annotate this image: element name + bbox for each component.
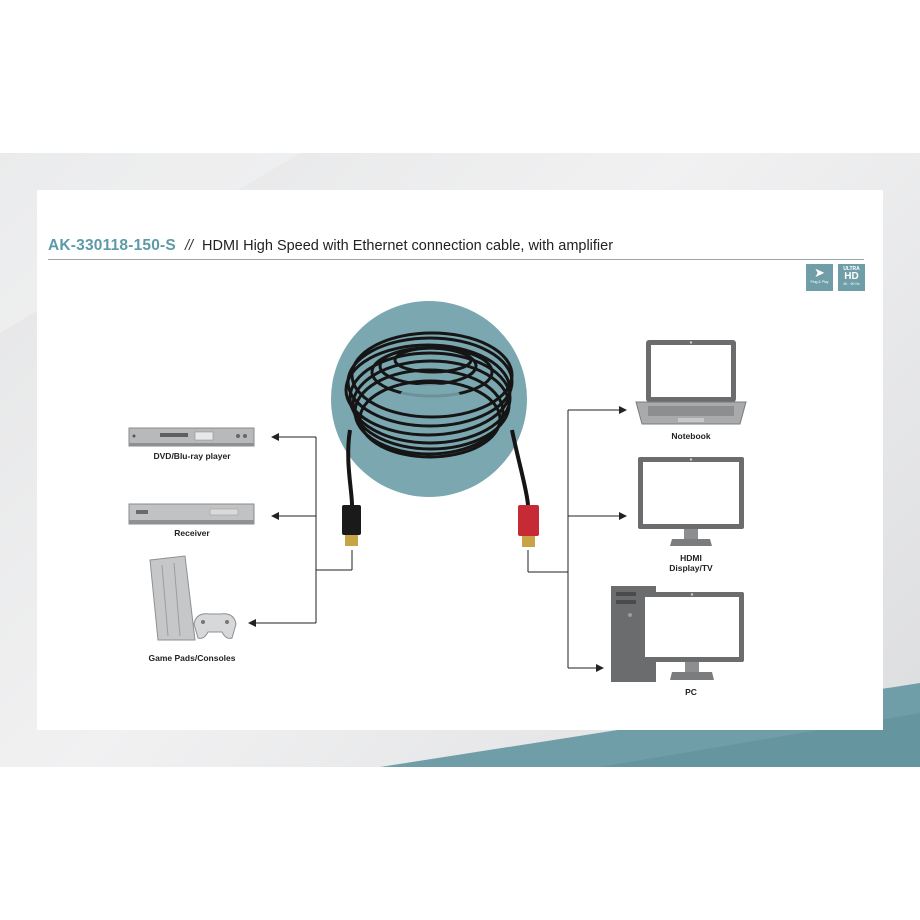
hdmi-connector-left <box>342 505 361 546</box>
ultra-hd-line1: ULTRA <box>843 266 860 272</box>
product-description: HDMI High Speed with Ethernet connection… <box>202 238 614 254</box>
plug-play-badge: ➤ Plug & Play <box>806 264 833 291</box>
notebook-label: Notebook <box>671 431 711 441</box>
plug-play-caption: Plug & Play <box>810 280 829 284</box>
game-consoles-label: Game Pads/Consoles <box>148 653 236 663</box>
display-connection-lines <box>527 406 627 672</box>
pc-label: PC <box>685 687 697 697</box>
receiver-icon <box>128 503 255 525</box>
arrow-right-icon: ➤ <box>814 265 825 280</box>
pc-tower-icon <box>611 586 744 682</box>
product-code: AK-330118-150-S <box>48 237 176 254</box>
hdmi-display-label-line2: Display/TV <box>669 563 713 573</box>
ultra-hd-badge: ULTRA HD 4K · 60 Hz <box>838 264 865 291</box>
ultra-hd-line2: HD <box>844 271 859 282</box>
game-console-icon <box>149 555 237 641</box>
dvd-player-label: DVD/Blu-ray player <box>153 451 231 461</box>
hdmi-connector-right <box>518 505 539 547</box>
title-row: AK-330118-150-S // HDMI High Speed with Et… <box>48 237 864 259</box>
source-connection-lines <box>248 433 353 627</box>
monitor-icon <box>638 457 744 546</box>
dvd-player-icon <box>128 427 255 447</box>
ultra-hd-caption: 4K · 60 Hz <box>843 282 860 286</box>
cable-coil-image <box>331 301 530 506</box>
title-divider <box>48 259 864 260</box>
notebook-icon <box>635 340 747 425</box>
receiver-label: Receiver <box>174 528 210 538</box>
title-separator: // <box>184 238 194 254</box>
hdmi-display-label-line1: HDMI <box>680 553 702 563</box>
